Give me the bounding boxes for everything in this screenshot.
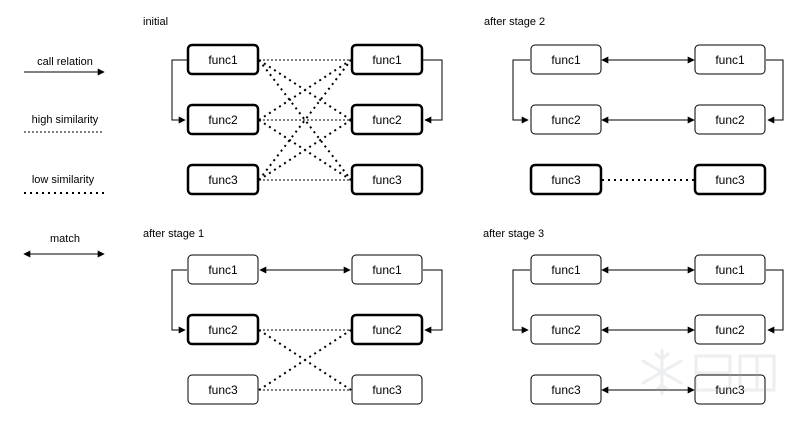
function-node: func3 xyxy=(529,163,603,196)
legend-match-label: match xyxy=(50,233,80,245)
function-node: func3 xyxy=(351,374,423,405)
function-node: func2 xyxy=(694,314,766,345)
function-label: func1 xyxy=(551,53,581,67)
function-label: func1 xyxy=(715,53,745,67)
legend-call-relation-label: call relation xyxy=(37,56,93,68)
panel-title: after stage 3 xyxy=(483,228,544,240)
function-label: func1 xyxy=(372,53,402,67)
function-label: func2 xyxy=(208,113,238,127)
function-node: func1 xyxy=(187,254,259,285)
low-similarity-edge xyxy=(258,59,352,121)
low-similarity-edge xyxy=(258,59,352,181)
function-label: func1 xyxy=(208,53,238,67)
function-node: func3 xyxy=(530,374,602,405)
function-label: func2 xyxy=(208,323,238,337)
function-label: func3 xyxy=(715,173,745,187)
function-node: func1 xyxy=(694,254,766,285)
call-relation-arrow xyxy=(171,59,187,124)
low-similarity-edge xyxy=(258,59,352,181)
panel-title: after stage 2 xyxy=(484,16,545,28)
low-similarity-edge xyxy=(258,119,352,181)
function-node: func1 xyxy=(530,254,602,285)
similarity-lines xyxy=(258,59,352,181)
panel-title: after stage 1 xyxy=(143,228,204,240)
legend: call relation high similarity low simila… xyxy=(23,56,105,258)
function-label: func3 xyxy=(372,383,402,397)
function-node: func3 xyxy=(186,163,260,196)
panel-after-stage-3: after stage 3 func1 func2 func3 func1 fu… xyxy=(483,228,784,405)
legend-low-similarity-label: low similarity xyxy=(32,174,95,186)
function-node: func1 xyxy=(351,254,423,285)
call-relation-arrow xyxy=(512,269,530,334)
function-label: func3 xyxy=(551,173,581,187)
function-node: func3 xyxy=(693,163,767,196)
call-relation-arrow xyxy=(766,59,784,124)
function-label: func3 xyxy=(715,383,745,397)
low-similarity-edge xyxy=(258,329,352,391)
function-node: func2 xyxy=(530,314,602,345)
function-label: func2 xyxy=(372,113,402,127)
function-label: func1 xyxy=(715,263,745,277)
function-label: func3 xyxy=(551,383,581,397)
function-label: func2 xyxy=(372,323,402,337)
function-label: func3 xyxy=(208,383,238,397)
call-relation-arrow xyxy=(766,269,784,334)
function-label: func2 xyxy=(551,113,581,127)
function-label: func2 xyxy=(551,323,581,337)
legend-high-similarity-label: high similarity xyxy=(32,114,99,126)
call-relation-arrow xyxy=(512,59,530,124)
call-relation-arrow xyxy=(171,269,187,334)
call-relation-arrow xyxy=(423,269,443,334)
function-node: func2 xyxy=(530,104,602,135)
function-label: func2 xyxy=(715,113,745,127)
panel-after-stage-2: after stage 2 func1 func2 func3 func1 fu… xyxy=(484,16,784,196)
function-node: func2 xyxy=(186,313,260,346)
panel-title: initial xyxy=(143,16,168,28)
call-relation-arrow xyxy=(423,59,443,124)
function-node: func3 xyxy=(187,374,259,405)
similarity-lines xyxy=(258,329,352,391)
panel-after-stage-1: after stage 1 func1 func2 func3 func1 xyxy=(143,228,443,405)
function-node: func3 xyxy=(694,374,766,405)
function-node: func2 xyxy=(186,103,260,136)
function-label: func1 xyxy=(372,263,402,277)
function-node: func1 xyxy=(694,44,766,75)
function-node: func1 xyxy=(350,43,424,76)
function-node: func1 xyxy=(186,43,260,76)
panel-initial: initial func1 func2 func3 xyxy=(143,16,443,196)
function-node: func1 xyxy=(530,44,602,75)
function-label: func1 xyxy=(551,263,581,277)
function-label: func3 xyxy=(208,173,238,187)
function-node: func3 xyxy=(350,163,424,196)
function-node: func2 xyxy=(694,104,766,135)
function-label: func2 xyxy=(715,323,745,337)
function-node: func2 xyxy=(350,313,424,346)
function-label: func1 xyxy=(208,263,238,277)
function-node: func2 xyxy=(350,103,424,136)
function-label: func3 xyxy=(372,173,402,187)
